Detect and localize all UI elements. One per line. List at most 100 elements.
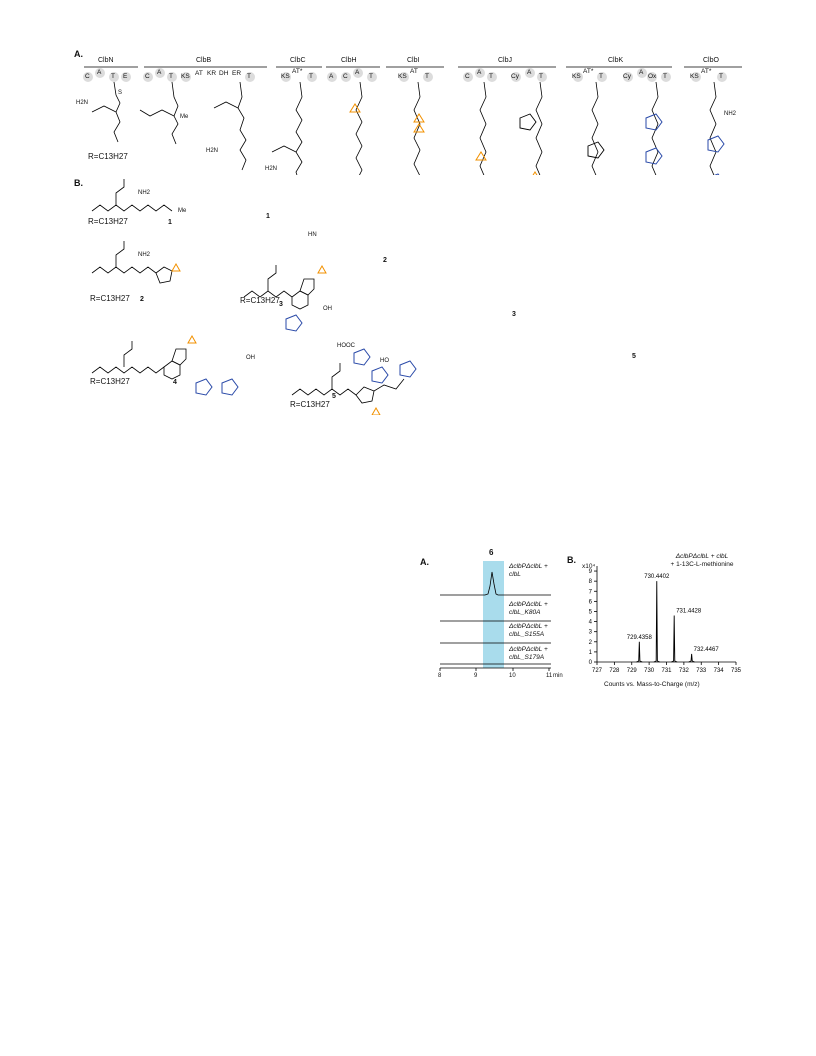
r-group-label: R=C13H27 — [90, 377, 130, 386]
x-tick-label: 11 — [546, 673, 553, 679]
x-tick-label: 10 — [509, 673, 516, 679]
mass-spectrum-panel: B. ΔclbPΔclbL + clbL + 1-13C-L-methionin… — [562, 550, 744, 690]
module-name: ClbJ — [498, 57, 513, 64]
domain-label: T — [425, 73, 429, 80]
domain-label: T — [539, 73, 543, 80]
domain-label: KR — [207, 70, 217, 77]
trace-label-line: clbL_S179A — [509, 654, 545, 661]
spectrum-peak — [636, 641, 643, 663]
y-tick-label: 0 — [589, 660, 593, 666]
r-group-label: R=C13H27 — [88, 152, 128, 161]
compound-label-1: 1 — [168, 219, 172, 226]
x-tick-label: 729 — [627, 668, 638, 674]
domain-label: C — [343, 73, 348, 80]
x-tick-label: 734 — [714, 668, 725, 674]
domain-label: T — [719, 73, 723, 80]
trace-label-line: ΔclbPΔclbL + — [509, 646, 548, 653]
r-group-label: R=C13H27 — [88, 217, 128, 226]
y-tick-label: 7 — [589, 589, 593, 595]
module-name: ClbI — [407, 57, 420, 64]
compound-label-5: 5 — [332, 393, 336, 400]
atom-label: NH2 — [138, 190, 151, 196]
spectrum-peak — [688, 653, 695, 663]
atom-label: HO — [380, 358, 389, 364]
module-name: ClbO — [703, 57, 719, 64]
atom-label: HOOC — [337, 343, 355, 349]
domain-label: KS — [690, 73, 699, 80]
trace-label-4: ΔclbPΔclbL + clbL_S179A — [509, 646, 548, 662]
domain-label: KS — [398, 73, 407, 80]
figure-a: A. — [0, 0, 816, 175]
spectrum-peak — [653, 581, 660, 663]
domain-label: T — [369, 73, 373, 80]
domain-label: AT* — [292, 68, 303, 75]
module-name: ClbN — [98, 57, 114, 64]
trace-1 — [440, 571, 551, 596]
trace-label-line: clbL_K80A — [509, 609, 541, 616]
domain-label: T — [111, 73, 115, 80]
module-name: ClbB — [196, 57, 212, 64]
trace-label-1: ΔclbPΔclbL + clbL — [509, 563, 548, 579]
domain-label: A — [355, 69, 360, 76]
panel-label-a2: A. — [420, 557, 429, 567]
x-axis-label: Counts vs. Mass-to-Charge (m/z) — [604, 681, 700, 688]
x-tick-label: 732 — [679, 668, 690, 674]
x-tick-label: 727 — [592, 668, 603, 674]
y-tick-label: 6 — [589, 599, 593, 605]
trace-label-3: ΔclbPΔclbL + clbL_S155A — [509, 623, 548, 639]
atom-label: OH — [323, 306, 332, 312]
product-label-1: 1 — [266, 213, 270, 220]
trace-label-line: ΔclbPΔclbL + — [509, 601, 548, 608]
atom-label: S — [118, 90, 123, 96]
atom-label: H2N — [206, 148, 219, 154]
y-tick-label: 8 — [589, 579, 593, 585]
domain-label: KS — [281, 73, 290, 80]
domain-label: A — [97, 69, 102, 76]
x-tick-label: 728 — [609, 668, 620, 674]
spectrum-title: ΔclbPΔclbL + clbL + 1-13C-L-methionine — [662, 553, 742, 568]
domain-label: T — [599, 73, 603, 80]
domain-label: E — [123, 73, 128, 80]
domain-label: KS — [572, 73, 581, 80]
y-tick-label: 5 — [589, 609, 593, 615]
chromatogram-panel: A. 6 ΔclbPΔclbL + clbL ΔclbPΔclbL + clbL… — [420, 548, 563, 688]
panel-label-b2: B. — [567, 555, 576, 565]
x-unit-label: min — [553, 673, 563, 679]
domain-label: AT — [195, 70, 203, 77]
module-name: ClbK — [608, 57, 624, 64]
domain-label: Cy — [511, 73, 519, 80]
trace-label-2: ΔclbPΔclbL + clbL_K80A — [509, 601, 548, 617]
atom-label: NH2 — [138, 252, 151, 258]
trace-label-line: clbL — [509, 571, 521, 578]
domain-label: DH — [219, 70, 229, 77]
peak-mz-label: 730.4402 — [644, 574, 670, 580]
y-tick-label: 9 — [589, 569, 593, 575]
domain-label: C — [465, 73, 470, 80]
trace-label-line: ΔclbPΔclbL + — [509, 623, 548, 630]
atom-label: HN — [308, 232, 317, 238]
atom-label: Me — [180, 114, 189, 120]
module-name: ClbC — [290, 57, 306, 64]
product-label-2: 2 — [383, 257, 387, 264]
domain-label: T — [489, 73, 493, 80]
module-name: ClbH — [341, 57, 357, 64]
domain-label: Ox — [648, 73, 657, 80]
spectrum-title-line: ΔclbPΔclbL + clbL — [675, 553, 729, 560]
domain-label: C — [85, 73, 90, 80]
atom-label: NH2 — [724, 111, 737, 117]
domain-label: T — [309, 73, 313, 80]
domain-label: C — [145, 73, 150, 80]
r-group-label: R=C13H27 — [240, 296, 280, 305]
chromatogram-plot — [439, 561, 551, 671]
trace-label-line: ΔclbPΔclbL + — [509, 563, 548, 570]
atom-label: OH — [246, 355, 255, 361]
domain-label: AT* — [701, 68, 712, 75]
spectrum-peak — [671, 615, 678, 663]
spectrum-title-line: + 1-13C-L-methionine — [670, 560, 734, 568]
peak-mz-label: 729.4358 — [627, 635, 653, 641]
y-tick-label: 2 — [589, 640, 593, 646]
peak-mz-label: 732.4467 — [694, 647, 720, 653]
domain-label: T — [247, 73, 251, 80]
compound-label-4: 4 — [173, 379, 177, 386]
